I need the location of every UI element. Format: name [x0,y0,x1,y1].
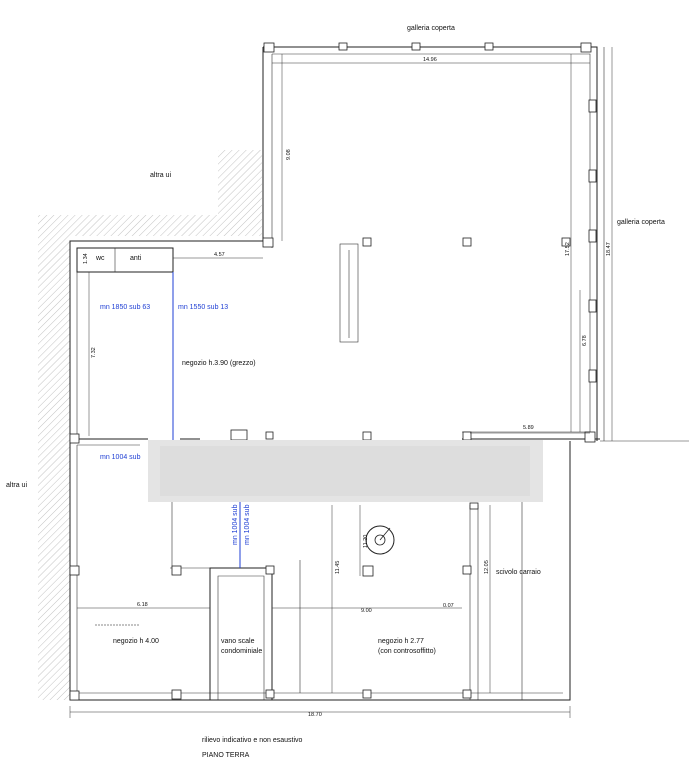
central-element [339,243,359,343]
stair-core-inner [217,575,265,700]
dimension-lines [69,47,613,718]
label-altra-ui-top: altra ui [150,172,171,179]
label-mn-1004: mn 1004 sub [100,454,141,461]
spiral-column-line [379,527,391,541]
label-negozio-400: negozio h 4.00 [113,638,159,645]
dim-1870: 18.70 [308,712,322,718]
label-wc: wc [95,255,105,262]
dim-908: 9.08 [286,149,292,160]
neighbour-hatch [38,150,262,700]
dim-007: 0.07 [443,603,454,609]
label-anti: anti [130,255,142,262]
stair-core [209,567,273,700]
spiral-column-inner [374,534,386,546]
outer-wall-upper [69,46,598,441]
label-footer-1: rilievo indicativo e non esaustivo [202,737,302,744]
label-negozio-390: negozio h.3.90 (grezzo) [182,360,256,367]
dim-1496: 14.96 [423,57,437,63]
label-galleria-top: galleria coperta [407,25,455,32]
label-scivolo: scivolo carraio [496,569,541,576]
dim-457: 4.57 [214,252,225,258]
dim-1120: 11.20 [363,535,369,548]
dim-900: 9.00 [361,608,372,614]
label-altra-ui-left: altra ui [6,482,27,489]
label-vano-scale-1: vano scale [221,638,255,645]
dim-1145: 11.45 [335,561,341,574]
dim-678: 6.78 [582,335,588,346]
dim-618: 6.18 [137,602,148,608]
inner-wall-upper [271,53,591,435]
wc-block [76,247,174,273]
label-footer-2: PIANO TERRA [202,752,250,759]
dim-1752: 17.52 [565,242,571,256]
dim-134: 1.34 [83,253,89,264]
label-galleria-right: galleria coperta [617,219,665,226]
label-negozio-277-2: (con controsoffitto) [378,648,436,655]
dim-589: 5.89 [523,425,534,431]
middle-wall-inner [77,431,590,446]
label-mn-1004-v1: mn 1004 sub [232,504,239,545]
pillars [69,42,597,701]
label-mn-1550-13: mn 1550 sub 13 [178,304,228,311]
label-mn-1004-v2: mn 1004 sub [244,504,251,545]
label-vano-scale-2: condominiale [221,648,262,655]
label-negozio-277-1: negozio h 2.77 [378,638,424,645]
label-mn-1850-63: mn 1850 sub 63 [100,304,150,311]
dim-1205: 12.05 [484,560,490,574]
spiral-column [365,525,395,555]
dim-732: 7.32 [91,347,97,358]
redacted-band-inner [160,446,530,496]
dim-1847: 18.47 [606,242,612,256]
